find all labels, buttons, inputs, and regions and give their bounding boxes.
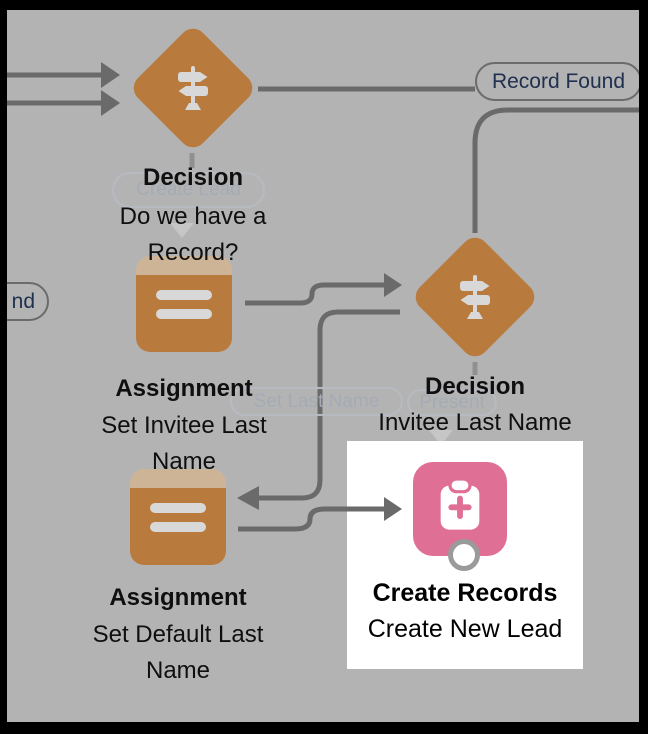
assignment-default-desc-line1: Set Default Last <box>92 621 264 648</box>
node-decision-invitee-last-name-exists[interactable] <box>409 231 541 363</box>
node-assignment-set-invitee-last-name[interactable] <box>136 256 232 352</box>
assignment-default-desc-line2: Name <box>145 657 211 684</box>
outcome-pill-record-found: Record Found <box>475 62 639 101</box>
create-records-desc: Create New Lead <box>367 615 563 643</box>
arrowhead-icon <box>101 62 120 88</box>
create-records-title: Create Records <box>372 579 558 607</box>
arrowhead-icon <box>384 273 402 297</box>
connector-record-found-to-decision-exists <box>472 107 639 233</box>
decision-signpost-icon <box>429 251 521 343</box>
connector-assignment-to-decision-exists <box>245 282 384 306</box>
outcome-pill-present: Present <box>407 389 497 416</box>
node-decision-do-we-have-a-record[interactable] <box>127 22 259 154</box>
create-records-clipboard-icon <box>428 475 492 544</box>
outcome-pill-label: Set Last Name <box>253 390 380 412</box>
outcome-pill-clipped-left: nd <box>7 282 49 321</box>
flow-canvas[interactable]: Record Found nd Create Lead Set Last Nam… <box>7 10 639 722</box>
arrowhead-icon <box>237 486 259 510</box>
assignment-invitee-title: Assignment <box>115 375 253 402</box>
decision-exists-desc-line1: Invitee Last Name <box>378 409 572 436</box>
decision-top-title: Decision <box>142 164 244 191</box>
outcome-pill-label: Create Lead <box>136 179 241 200</box>
decision-exists-title: Decision <box>424 373 526 400</box>
outcome-pill-label: Present <box>419 391 485 413</box>
outcome-pill-create-lead: Create Lead <box>112 172 265 208</box>
connector-add-point[interactable] <box>448 539 480 571</box>
decision-signpost-icon <box>147 42 239 134</box>
outcome-pill-label: nd <box>11 289 35 313</box>
assignment-invitee-desc-line2: Name <box>151 448 217 475</box>
outcome-pill-label: Record Found <box>491 69 626 93</box>
decision-top-desc-line2: Record? <box>147 239 239 266</box>
assignment-default-title: Assignment <box>109 584 247 611</box>
decision-top-desc-line1: Do we have a <box>119 203 267 230</box>
node-assignment-set-default-last-name[interactable] <box>130 469 226 565</box>
arrowhead-icon <box>101 90 120 116</box>
assignment-invitee-desc-line1: Set Invitee Last <box>101 412 267 439</box>
